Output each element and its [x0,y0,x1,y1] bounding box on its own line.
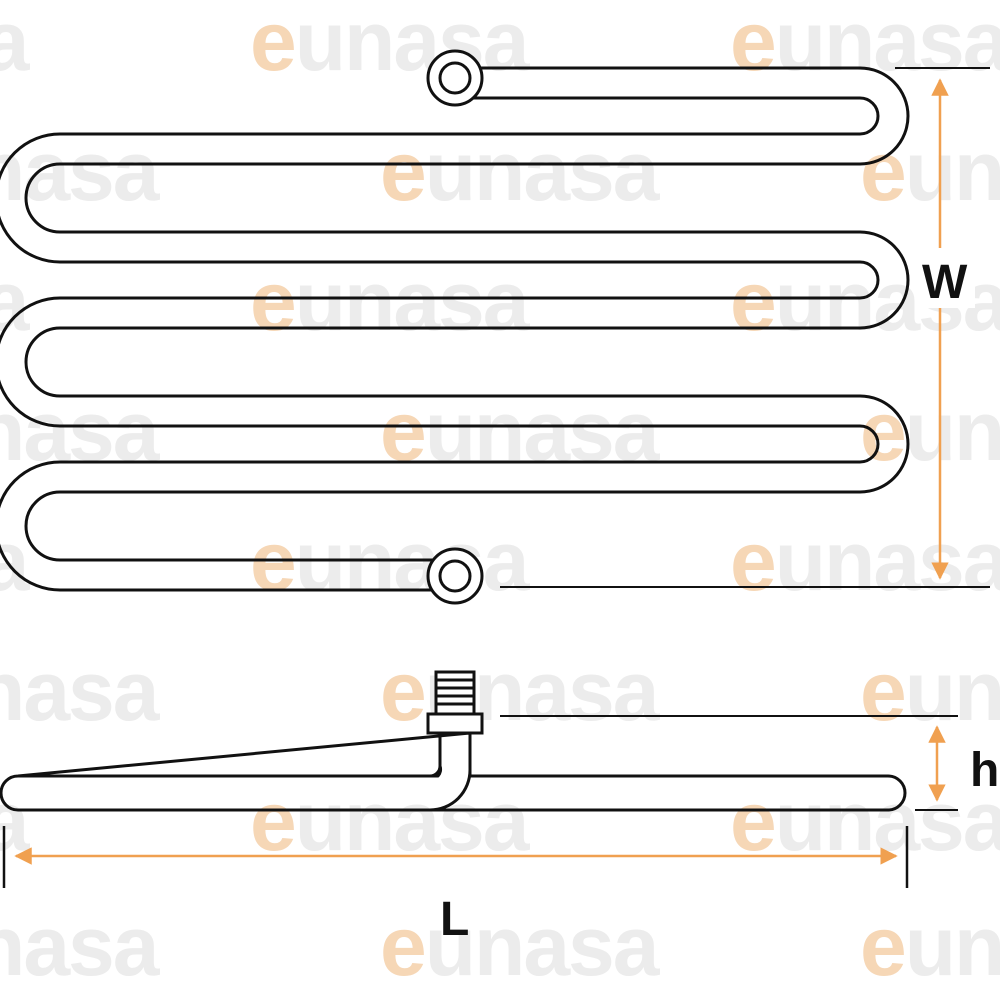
watermark-logo: eunasa [0,124,161,218]
width-dimension: W [500,67,990,588]
thread-lines [436,678,474,706]
watermark-logo: eunasa [250,774,531,868]
watermark-logo: eunasa [380,384,661,478]
watermark-logo: eunasa [0,384,161,478]
watermark-logo: eunasa [730,774,1000,868]
watermark-logo: eunasa [0,644,161,738]
serpentine-tube-inner [0,96,880,592]
serpentine-tube-outline [24,66,910,562]
bottom-terminal-inner [438,559,472,593]
watermark-logo: eunasa [860,899,1000,993]
watermark-logo: eunasa [730,0,1000,88]
watermark-logo: eunasa [0,899,161,993]
height-dimension: h [500,715,999,811]
height-label: h [970,744,999,797]
watermark-logo: eunasa [730,514,1000,608]
watermark-logo: eunasa [380,644,661,738]
watermark-logo: eunasa [860,644,1000,738]
side-tube-bend [429,740,472,812]
side-view [0,670,907,812]
width-label: W [922,256,968,309]
terminal-nut [426,712,484,735]
watermark-logo: eunasa [0,254,31,348]
length-label: L [440,893,469,946]
watermark-logo: eunasa [250,0,531,88]
terminal-thread [434,670,476,716]
side-tube-bend-inner [429,740,442,778]
watermark-logo: eunasa [250,254,531,348]
top-terminal-inner [438,61,472,95]
watermark-logo: eunasa [860,124,1000,218]
serpentine-top-view [0,49,910,605]
watermark-logo: eunasa [0,0,31,88]
length-dimension: L [2,826,909,946]
watermark-logo: eunasa [380,124,661,218]
watermark-logo: eunasa [860,384,1000,478]
watermark-logo: eunasa [380,899,661,993]
